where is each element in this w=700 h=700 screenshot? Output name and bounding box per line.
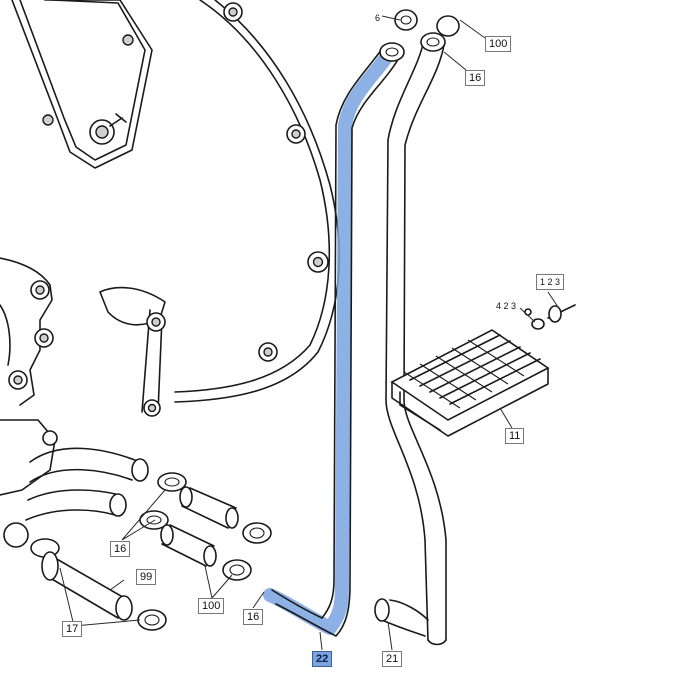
callout-16-left: 16	[110, 541, 131, 557]
pipe-22	[263, 9, 418, 637]
leader-lines	[59, 15, 561, 651]
callout-17: 17	[62, 621, 83, 637]
bolt-assembly	[524, 304, 576, 330]
callout-6-top: 6	[375, 13, 381, 23]
hose-pieces-100	[139, 472, 272, 581]
flywheel-housing	[174, 0, 340, 403]
pipe-21	[374, 15, 460, 646]
left-hoses	[25, 447, 149, 521]
callout-22[interactable]: 22	[312, 651, 333, 667]
hose-99	[30, 538, 167, 631]
callout-100-top: 100	[485, 36, 512, 52]
callout-123: 1 2 3	[536, 274, 565, 290]
oil-cooler-11	[390, 329, 550, 437]
callout-21[interactable]: 21	[382, 651, 403, 667]
callout-16-top: 16	[465, 70, 486, 86]
callout-100-bottom: 100	[198, 598, 225, 614]
callout-99: 99	[136, 569, 157, 585]
callout-16-bottom: 16	[243, 609, 264, 625]
sensor-linkage	[99, 286, 166, 417]
callout-11: 11	[505, 428, 525, 444]
engine-block-fragment	[0, 257, 58, 548]
callout-423: 4 2 3	[496, 301, 517, 311]
mounting-bracket	[11, 0, 153, 169]
